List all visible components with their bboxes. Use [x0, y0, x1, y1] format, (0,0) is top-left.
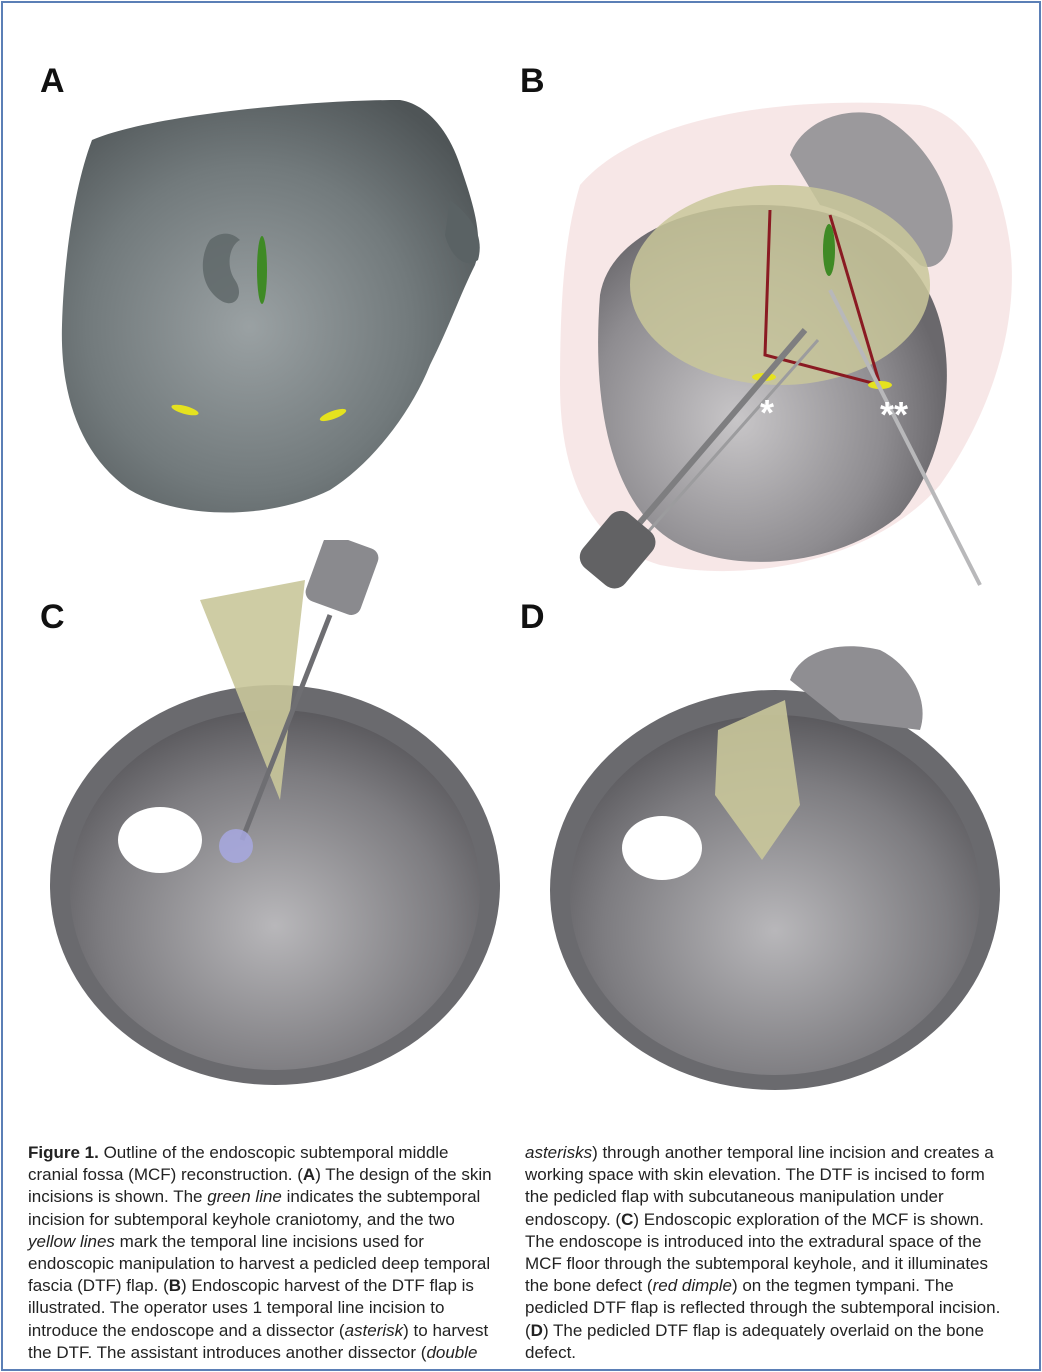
asterisk-marker: * [760, 392, 774, 433]
caption-run: red dimple [653, 1276, 732, 1295]
caption-text-2: asterisks) through another temporal line… [525, 1143, 1000, 1362]
panel-a-image [30, 95, 510, 535]
skull-base-model-c [30, 540, 510, 1100]
head-model-a [30, 95, 510, 535]
skull-opening [622, 816, 702, 880]
skull-opening [118, 807, 202, 873]
green-incision [257, 236, 267, 304]
caption-run: C [621, 1210, 633, 1229]
caption-run: D [531, 1321, 543, 1340]
skin-surface [62, 100, 478, 513]
endoscope-light [219, 829, 253, 863]
caption-run: asterisk [345, 1321, 404, 1340]
caption-column-1: Figure 1. Outline of the endoscopic subt… [28, 1142, 498, 1364]
double-asterisk-marker: ** [880, 394, 908, 435]
skull-model-b: * ** [540, 95, 1020, 590]
panel-d-image [540, 640, 1020, 1100]
caption-run: double [426, 1343, 477, 1362]
green-incision [823, 224, 835, 276]
caption-run: ) The pedicled DTF flap is adequately ov… [525, 1321, 984, 1362]
endoscope-handle [303, 540, 381, 618]
figure-label: Figure 1. [28, 1143, 99, 1162]
panel-label-d: D [520, 598, 545, 637]
caption-text-1: Outline of the endoscopic subtemporal mi… [28, 1143, 492, 1362]
caption-run: A [303, 1165, 315, 1184]
panel-c-image [30, 540, 510, 1100]
caption-column-2: asterisks) through another temporal line… [525, 1142, 1005, 1364]
caption-run: asterisks [525, 1143, 592, 1162]
skull-base-model-d [540, 640, 1020, 1100]
caption-run: green line [207, 1187, 282, 1206]
panel-b-image: * ** [540, 95, 1020, 590]
caption-run: B [169, 1276, 181, 1295]
caption-run: yellow lines [28, 1232, 115, 1251]
